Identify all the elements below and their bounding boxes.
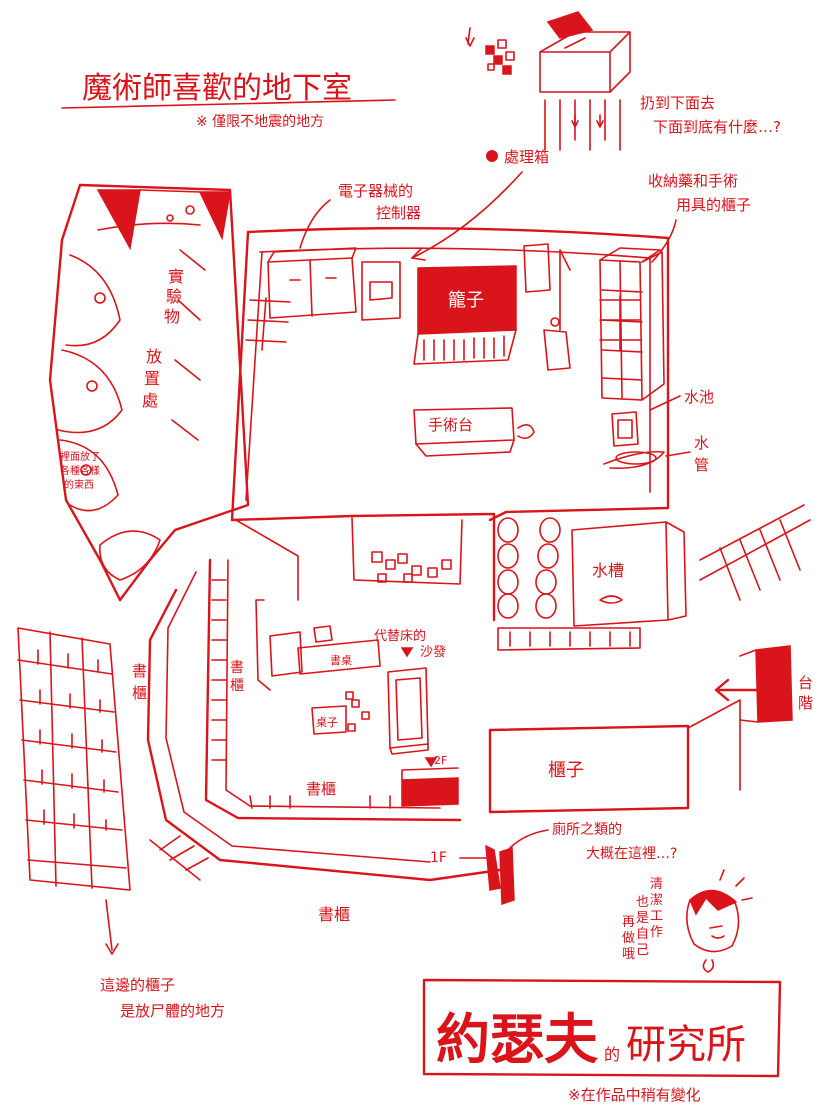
bookshelf-outer-v-1: 書 bbox=[132, 662, 147, 680]
first-floor-label: 1F bbox=[430, 850, 447, 866]
disposal-leader bbox=[411, 171, 523, 259]
svg-text:再: 再 bbox=[622, 915, 635, 930]
inner-note: 裡面放了 各種各樣 的東西 bbox=[60, 450, 100, 491]
storage-shelf bbox=[599, 247, 665, 401]
title-underline bbox=[61, 99, 396, 109]
svg-text:也: 也 bbox=[636, 895, 649, 910]
stairs-label-2: 階 bbox=[798, 694, 813, 712]
electronics-cabinet bbox=[267, 247, 357, 319]
iv-stand bbox=[523, 243, 571, 371]
svg-text:置: 置 bbox=[144, 369, 160, 388]
sofa-label-2: 沙發 bbox=[420, 645, 446, 660]
outer-bookshelf-wall bbox=[146, 571, 502, 882]
svg-text:的東西: 的東西 bbox=[64, 478, 94, 491]
title-note: ※ 僅限不地震的地方 bbox=[196, 114, 324, 130]
svg-text:潔: 潔 bbox=[650, 893, 663, 908]
svg-text:工: 工 bbox=[650, 909, 663, 924]
stairs-label-1: 台 bbox=[798, 674, 813, 692]
bookshelf-bottom-outer: 書櫃 bbox=[318, 905, 350, 924]
hose-label-2: 管 bbox=[694, 456, 709, 474]
svg-text:做: 做 bbox=[622, 931, 635, 946]
cabinet-band: 櫃子 bbox=[488, 699, 741, 814]
storage-label-2: 用具的櫃子 bbox=[676, 196, 751, 214]
bookshelf-inner-v-2: 櫃 bbox=[230, 678, 244, 694]
surgery-table-label: 手術台 bbox=[428, 416, 473, 434]
svg-text:驗: 驗 bbox=[166, 287, 182, 306]
toilet-label-1: 廁所之類的 bbox=[552, 821, 622, 838]
svg-text:是: 是 bbox=[636, 911, 649, 926]
disposal-box-label: 處理箱 bbox=[504, 148, 549, 166]
svg-text:哦: 哦 bbox=[622, 947, 635, 962]
specimen-storage-room bbox=[48, 183, 250, 602]
bookshelf-outer-v-2: 櫃 bbox=[132, 684, 147, 702]
svg-text:裡面放了: 裡面放了 bbox=[60, 450, 100, 463]
corpse-label-1: 這邊的櫃子 bbox=[100, 976, 175, 994]
svg-text:實: 實 bbox=[168, 267, 184, 286]
svg-text:己: 己 bbox=[636, 943, 649, 958]
surgery-table: 手術台 bbox=[413, 407, 535, 457]
electronics-label-2: 控制器 bbox=[376, 204, 421, 222]
hose-label-1: 水 bbox=[694, 434, 709, 452]
sofa-arrow-icon bbox=[400, 647, 414, 658]
small-device bbox=[361, 261, 401, 321]
stairs-arrow-icon bbox=[714, 678, 762, 702]
bookshelf-bottom-inner: 書櫃 bbox=[306, 780, 336, 798]
corpse-label-2: 是放尸體的地方 bbox=[120, 1002, 225, 1020]
second-floor-label: 2F bbox=[434, 754, 447, 767]
cleaning-note: 清 潔 工 作 也 是 自 己 再 做 哦 bbox=[622, 877, 663, 962]
disposal-dot-icon bbox=[486, 150, 498, 162]
svg-text:放: 放 bbox=[146, 347, 162, 366]
footer-note: ※在作品中稍有變化 bbox=[568, 1086, 701, 1104]
throw-note-2: 下面到底有什麼…? bbox=[653, 118, 781, 136]
footer-title-box: 約瑟夫 的 研究所 bbox=[422, 978, 782, 1078]
throw-note-1: 扔到下面去 bbox=[640, 94, 715, 112]
footer-name: 約瑟夫 bbox=[436, 1008, 599, 1071]
sink: 水池 水 管 bbox=[603, 388, 714, 474]
character-face-icon bbox=[686, 869, 753, 973]
corpse-cabinets bbox=[17, 627, 131, 955]
tank-label: 水槽 bbox=[592, 561, 624, 580]
bookshelf-inner-v-1: 書 bbox=[230, 660, 244, 676]
svg-text:自: 自 bbox=[636, 927, 649, 942]
cabinet-label: 櫃子 bbox=[548, 760, 584, 781]
sink-label: 水池 bbox=[684, 388, 714, 406]
electronics-label-1: 電子器械的 bbox=[338, 182, 413, 200]
first-floor-marker: 1F bbox=[430, 844, 515, 906]
toilet-note: 廁所之類的 大概在這裡…? bbox=[509, 821, 677, 862]
stairs-right: 台 階 bbox=[714, 645, 813, 723]
storage-label-1: 收納藥和手術 bbox=[648, 172, 738, 190]
svg-text:作: 作 bbox=[650, 925, 663, 940]
upstairs-arrow-icon bbox=[424, 757, 438, 768]
cage-label: 籠子 bbox=[448, 290, 484, 311]
electronics-leader bbox=[299, 199, 331, 249]
page-title: 魔術師喜歡的地下室 bbox=[82, 71, 352, 106]
cage: 籠子 bbox=[413, 265, 517, 365]
middle-band: 水槽 bbox=[230, 504, 811, 651]
svg-text:物: 物 bbox=[164, 307, 180, 326]
specimen-storage-label: 實 驗 物 放 置 處 bbox=[142, 267, 184, 410]
disposal-chute-illustration bbox=[465, 11, 631, 151]
svg-text:各種各樣: 各種各樣 bbox=[60, 464, 100, 477]
svg-text:處: 處 bbox=[142, 391, 158, 410]
study-room: 書 櫃 書櫃 書桌 桌子 代替床的 沙發 2F bbox=[204, 558, 462, 822]
sofa-label-1: 代替床的 bbox=[374, 628, 426, 644]
table-label: 桌子 bbox=[316, 716, 338, 729]
svg-text:清: 清 bbox=[650, 877, 663, 892]
toilet-label-2: 大概在這裡…? bbox=[586, 846, 677, 862]
footer-particle: 的 bbox=[604, 1045, 620, 1064]
desk-label: 書桌 bbox=[330, 653, 352, 667]
footer-lab: 研究所 bbox=[626, 1022, 746, 1068]
